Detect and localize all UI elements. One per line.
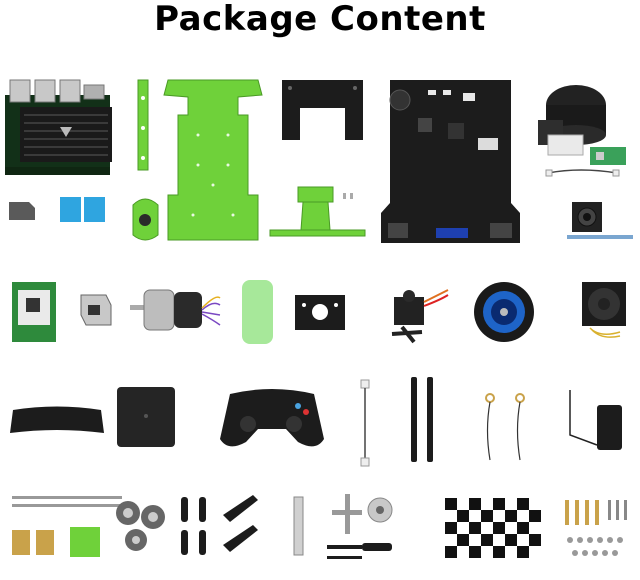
wheel: [472, 280, 537, 345]
motor-mount: [128, 195, 163, 245]
servo: [382, 282, 452, 347]
small-bracket: [76, 290, 116, 330]
cross-wrench: [330, 492, 365, 537]
gear-motor: [128, 280, 223, 345]
wifi-card: [10, 280, 58, 345]
lidar: [528, 80, 613, 160]
front-cover: [8, 405, 106, 440]
lidar-adapter-board: [588, 145, 628, 167]
screwdrivers: [325, 540, 400, 565]
battery-box: [115, 385, 177, 450]
bearings: [108, 495, 170, 555]
camera-bracket: [268, 185, 368, 240]
screw-kit: [560, 495, 635, 570]
driver-board: [378, 78, 523, 245]
brass-standoffs: [10, 525, 60, 560]
power-adapter: [562, 385, 627, 455]
wrench: [286, 495, 311, 560]
page-title: Package Content: [154, 0, 486, 39]
jetson-board: [2, 75, 117, 180]
sd-card: [7, 198, 37, 223]
antenna-cables: [475, 390, 535, 465]
acrylic-chassis-plate: [158, 75, 268, 245]
checkerboard: [435, 490, 550, 568]
antennas: [403, 375, 443, 465]
gamepad: [218, 384, 326, 454]
camera-cable: [565, 233, 635, 241]
cable: [356, 378, 374, 468]
acrylic-side-plate: [132, 78, 154, 173]
ball-joints: [175, 495, 213, 557]
thermal-pads: [58, 195, 108, 225]
cooling-fan: [570, 280, 638, 345]
steering-arms: [218, 490, 278, 560]
rods: [10, 492, 125, 512]
green-pad: [68, 525, 103, 560]
camera-module: [570, 200, 605, 235]
black-top-plate: [280, 78, 365, 143]
battery-tube: [240, 278, 275, 346]
coupling: [365, 495, 395, 525]
lidar-cable: [545, 165, 620, 180]
servo-mount-plate: [290, 290, 350, 335]
